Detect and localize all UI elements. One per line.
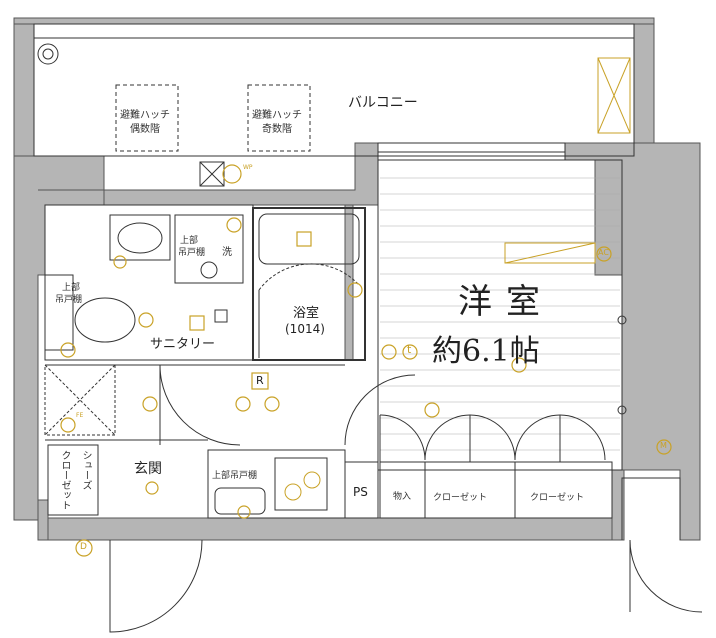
fe-symbol: FE [76,412,84,419]
equipment-symbols [60,164,672,557]
wash-label: 洗 [222,247,232,258]
entrance-label: 玄関 [134,461,162,477]
toilet-shelf-line1: 上部 [62,283,81,293]
hatch-odd-line2: 奇数階 [262,124,292,135]
door-symbol: D [80,542,87,552]
window [377,142,566,161]
closets [344,414,613,519]
wp-symbol: WP [243,164,253,171]
closet-label-1: クローゼット [433,493,488,503]
kitchen-area [207,449,346,519]
refrigerator-symbol: R [256,374,264,387]
bathroom-size: (1014) [285,322,325,336]
closet-label-2: クローゼット [530,493,585,503]
wash-shelf-line1: 上部 [180,236,199,246]
meter-symbol: M [660,441,667,450]
balcony-label: バルコニー [348,95,418,111]
balcony-area [33,23,635,187]
telephone-symbol: t [407,343,412,356]
western-room-label: 洋室 [458,282,554,322]
ac-unit [504,242,596,264]
ac-symbol: AC [598,248,609,257]
shoes-closet-line1: シューズ [80,450,91,490]
hatch-even-line2: 偶数階 [130,124,160,135]
kitchen-shelf-label: 上部吊戸棚 [212,471,258,481]
ps-label: PS [353,485,368,499]
storage-label: 物入 [393,492,412,502]
hatch-odd-line1: 避難ハッチ [252,110,302,121]
bathroom-label: 浴室 [293,306,320,321]
hatch-even-line1: 避難ハッチ [120,110,170,121]
toilet-shelf-line2: 吊戸棚 [55,295,83,305]
wash-shelf-line2: 吊戸棚 [178,248,206,258]
western-room-size: 約6.1帖 [432,334,540,369]
sanitary-label: サニタリー [150,337,216,352]
sanitary-area [44,204,254,361]
hall-entrance [44,364,703,633]
shoes-closet-line2: クローゼット [59,450,70,510]
